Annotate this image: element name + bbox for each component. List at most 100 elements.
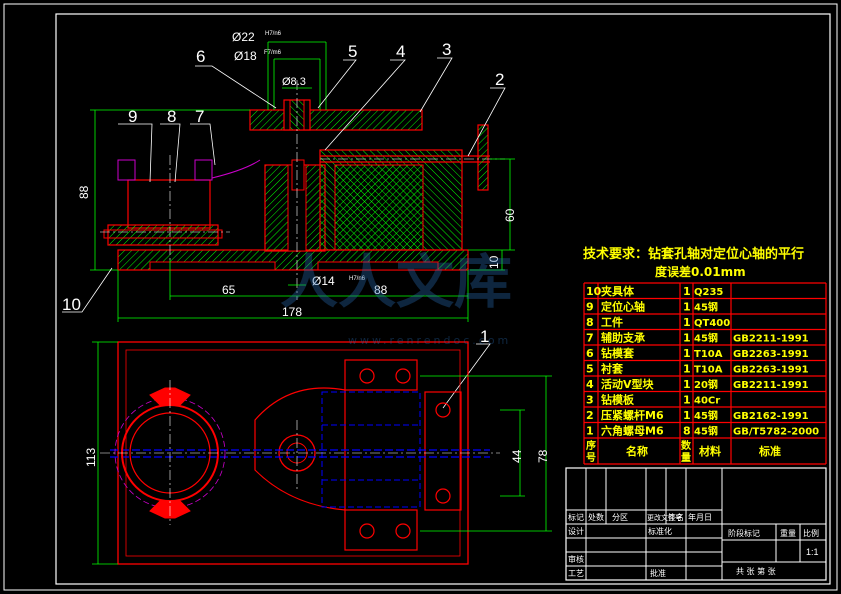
bom-row-material: 40Cr xyxy=(694,396,720,407)
bom-row-name: 钻模板 xyxy=(601,393,635,407)
bom-row-material: Q235 xyxy=(694,287,723,298)
bom-row-standard: GB2162-1991 xyxy=(733,411,809,422)
svg-text:比例: 比例 xyxy=(803,528,819,538)
dim-65: 65 xyxy=(222,283,236,297)
watermark-text: 人人文库 xyxy=(280,248,512,316)
balloon-3: 3 xyxy=(442,40,451,59)
bom-row-standard: GB2211-1991 xyxy=(733,334,809,345)
top-dimensions xyxy=(92,341,552,565)
bom-row-no: 10 xyxy=(586,285,602,298)
dim-d22: Ø22 xyxy=(232,30,255,44)
bom-row-no: 6 xyxy=(586,347,594,360)
balloon-labels: 6 5 4 3 2 9 8 7 10 1 xyxy=(62,40,504,346)
dim-44: 44 xyxy=(510,449,524,463)
bom-row-qty: 1 xyxy=(683,316,691,329)
balloon-9: 9 xyxy=(128,107,137,126)
bom-row-material: QT400 xyxy=(694,318,730,329)
bom-row-qty: 1 xyxy=(683,301,691,314)
bom-row-material: 45钢 xyxy=(694,301,718,314)
bom-row-material: 45钢 xyxy=(694,425,718,438)
bom-row-material: T10A xyxy=(694,349,723,360)
dim-60: 60 xyxy=(503,208,517,222)
svg-text:更改文件号: 更改文件号 xyxy=(647,513,682,522)
svg-text:分区: 分区 xyxy=(612,513,628,522)
balloon-2: 2 xyxy=(495,70,504,89)
bom-row-no: 3 xyxy=(586,394,594,407)
svg-text:审核: 审核 xyxy=(568,554,584,564)
title-block: 标记 处数 分区 更改文件号 签名 年月日 设计 标准化 审核 工艺 批准 阶段… xyxy=(565,467,827,581)
bom-header-name: 名称 xyxy=(626,444,648,458)
bom-header-material: 材料 xyxy=(699,444,721,458)
dim-d18: Ø18 xyxy=(234,49,257,63)
balloon-8: 8 xyxy=(167,107,176,126)
bom-row-qty: 1 xyxy=(683,285,691,298)
watermark-url: www.renrendoc.com xyxy=(348,334,511,347)
svg-text:阶段标记: 阶段标记 xyxy=(728,528,760,538)
bom-row-qty: 1 xyxy=(683,332,691,345)
bom-row-no: 5 xyxy=(586,363,594,376)
bom-row-no: 8 xyxy=(586,316,594,329)
bom-row-qty: 8 xyxy=(683,425,691,438)
dim-113: 113 xyxy=(84,448,98,467)
bom-header-no: 序 xyxy=(586,439,596,452)
top-view xyxy=(100,341,500,565)
bom-row-standard: GB2211-1991 xyxy=(733,380,809,391)
svg-text:F7/m6: F7/m6 xyxy=(264,50,282,56)
svg-text:共 张 第 张: 共 张 第 张 xyxy=(736,566,776,576)
bom-row-standard: GB2263-1991 xyxy=(733,365,809,376)
tech-req-line1: 技术要求：钻套孔轴对定位心轴的平行 xyxy=(583,246,804,262)
balloon-5: 5 xyxy=(348,42,357,61)
front-dimensions xyxy=(90,41,515,322)
bom-row-qty: 1 xyxy=(683,363,691,376)
bom-row-qty: 1 xyxy=(683,394,691,407)
bom-row-name: 压紧螺杆M6 xyxy=(601,408,664,422)
dim-178: 178 xyxy=(282,305,302,319)
bom-row-no: 9 xyxy=(586,301,594,314)
bom-row-name: 定位心轴 xyxy=(601,300,645,314)
balloon-leaders xyxy=(62,57,506,409)
balloon-6: 6 xyxy=(196,47,205,66)
svg-text:处数: 处数 xyxy=(588,512,604,522)
svg-text:设计: 设计 xyxy=(568,526,584,536)
dim-10: 10 xyxy=(487,255,501,269)
svg-text:重量: 重量 xyxy=(780,528,796,538)
clamp-screw-handle xyxy=(477,124,489,191)
svg-text:批准: 批准 xyxy=(650,568,666,578)
bom-row-no: 4 xyxy=(586,378,594,391)
bom-header-standard: 标准 xyxy=(758,444,781,458)
dim-d8: Ø8.3 xyxy=(282,76,306,88)
svg-text:1:1: 1:1 xyxy=(806,547,819,557)
balloon-1: 1 xyxy=(480,327,489,346)
bom-row-name: 辅助支承 xyxy=(601,331,646,345)
front-view xyxy=(100,80,505,300)
drill-plate xyxy=(249,109,423,131)
bom-row-no: 2 xyxy=(586,409,594,422)
watermark: 人人文库 www.renrendoc.com xyxy=(280,248,512,347)
bom-row-name: 钻模套 xyxy=(601,346,635,360)
bom-row-qty: 1 xyxy=(683,378,691,391)
sheet-border xyxy=(3,3,838,591)
dim-78: 78 xyxy=(536,449,550,463)
bom-row-qty: 1 xyxy=(683,347,691,360)
dim-88-height: 88 xyxy=(77,185,91,199)
bom-row-material: 45钢 xyxy=(694,409,718,422)
bom-row-qty: 1 xyxy=(683,409,691,422)
tech-req-line2: 度误差0.01mm xyxy=(655,264,746,279)
bom-row-material: 20钢 xyxy=(694,378,718,391)
bom-row-no: 1 xyxy=(586,425,594,438)
bom-row-name: 工件 xyxy=(601,315,623,329)
dimension-labels: Ø22 H7/n6 Ø18 F7/m6 Ø8.3 Ø14 H7/n6 88 60… xyxy=(77,30,517,319)
bom-row-material: 45钢 xyxy=(694,332,718,345)
bom-row-name: 六角螺母M6 xyxy=(601,424,664,438)
bom-row-standard: GB2263-1991 xyxy=(733,349,809,360)
bom-row-name: 活动V型块 xyxy=(601,377,655,391)
bom-header-qty-2: 量 xyxy=(681,451,691,464)
balloon-7: 7 xyxy=(195,107,204,126)
dim-d14: Ø14 xyxy=(312,274,335,288)
svg-text:H7/n6: H7/n6 xyxy=(265,31,282,37)
bom-row-standard: GB/T5782-2000 xyxy=(733,427,819,438)
svg-text:年月日: 年月日 xyxy=(688,512,712,522)
bom-header-qty: 数 xyxy=(681,439,692,452)
balloon-4: 4 xyxy=(396,42,405,61)
